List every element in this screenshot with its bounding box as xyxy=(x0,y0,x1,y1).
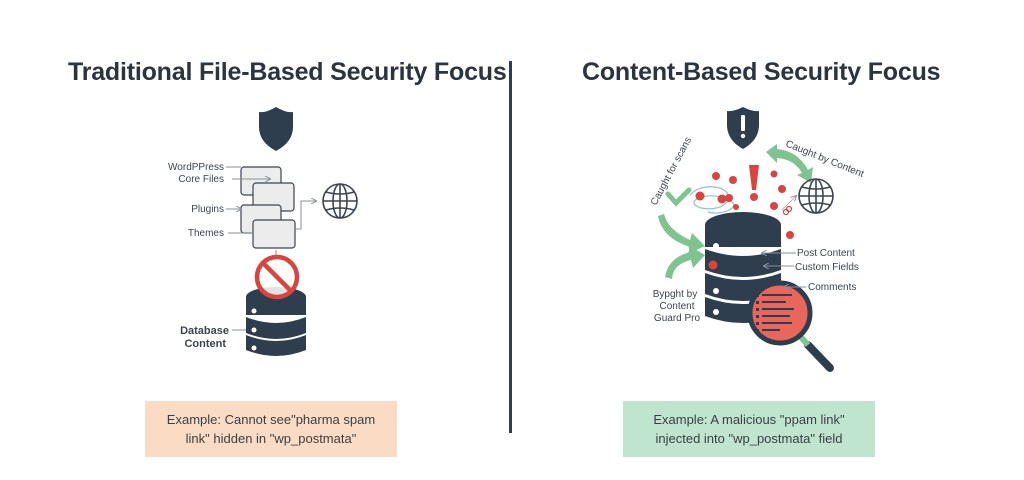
right-caption-line-2: injected into "wp_postmata" field xyxy=(655,431,843,446)
right-caption-line-1: Example: A malicious "ppam link" xyxy=(653,412,845,427)
link-chain-icon xyxy=(782,205,793,216)
left-example-caption: Example: Cannot see"pharma spam link" hi… xyxy=(145,401,397,457)
left-caption-line-2: link" hidden in "wp_postmata" xyxy=(185,431,357,446)
label-bypass-1: Bypght by xyxy=(653,289,697,300)
shield-icon xyxy=(259,107,293,151)
prohibited-icon xyxy=(254,254,300,300)
right-label-connectors xyxy=(762,253,806,287)
globe-icon xyxy=(322,183,358,219)
right-example-caption: Example: A malicious "ppam link" injecte… xyxy=(623,401,875,457)
malware-bug-icons xyxy=(695,170,794,269)
left-caption-line-1: Example: Cannot see"pharma spam xyxy=(166,412,376,427)
label-bypass-3: Guard Pro xyxy=(654,313,701,324)
label-comments: Comments xyxy=(808,282,856,293)
magnifier-icon xyxy=(747,280,834,372)
green-arrows xyxy=(658,144,813,279)
label-bypass-2: Content xyxy=(659,301,694,312)
file-stack-icon xyxy=(240,166,296,249)
globe-icon xyxy=(798,178,834,214)
panel-divider xyxy=(509,61,512,433)
label-database-1: Database xyxy=(180,325,229,337)
checkmark-icon xyxy=(665,187,692,207)
label-themes: Themes xyxy=(188,228,224,239)
label-custom-fields: Custom Fields xyxy=(795,262,859,273)
scribble-link xyxy=(689,186,735,214)
label-database-2: Content xyxy=(184,338,226,350)
shield-alert-icon xyxy=(727,107,759,149)
right-panel-title: Content-Based Security Focus xyxy=(582,58,941,86)
database-icon xyxy=(246,287,306,356)
label-post-content: Post Content xyxy=(797,248,855,259)
label-core-files-2: Core Files xyxy=(178,174,224,185)
label-core-files-1: WordPPress xyxy=(168,162,224,173)
label-plugins: Plugins xyxy=(191,204,224,215)
left-panel-title: Traditional File-Based Security Focus xyxy=(68,58,507,86)
link-arrow xyxy=(781,196,796,211)
exclamation-icon xyxy=(749,165,759,201)
label-connectors xyxy=(226,166,316,331)
comment-list-icon xyxy=(756,294,794,332)
